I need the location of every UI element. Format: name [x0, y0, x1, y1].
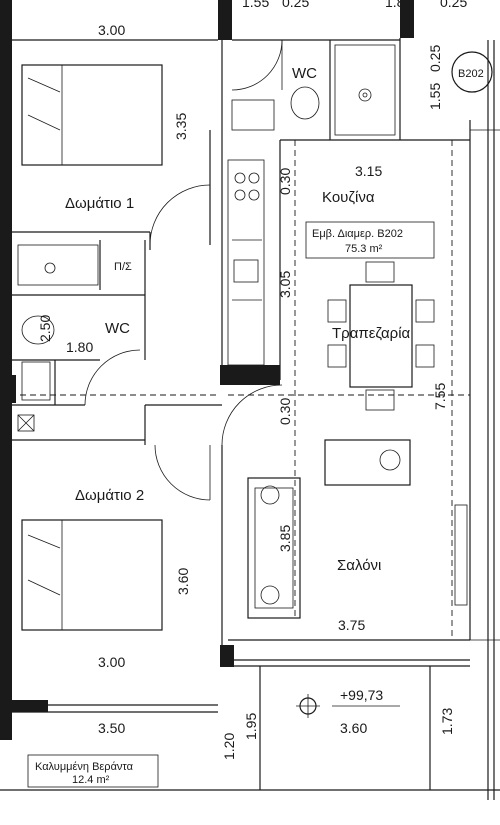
wall-segment: [220, 645, 234, 667]
dim-veranda-h-a: 1.20: [221, 733, 237, 760]
kitchen-counter: [227, 159, 265, 366]
room-label-dining: Τραπεζαρία: [332, 325, 411, 342]
dim-veranda-h-c: 1.73: [439, 708, 455, 735]
dim-wc-w: 2.50: [37, 315, 53, 342]
dim-top-b: 0.25: [282, 0, 309, 10]
dim-top-a: 1.55: [242, 0, 269, 10]
wc-top-fixtures: [231, 44, 396, 136]
west-wall: [0, 0, 12, 740]
dim-total-height: 7.55: [432, 383, 448, 410]
dim-kitchen-len: 3.05: [277, 271, 293, 298]
armchair: [324, 439, 411, 486]
dim-bed1-height: 3.35: [173, 113, 189, 140]
unit-tag-text: B202: [458, 68, 484, 80]
elevation-text: +99,73: [340, 687, 383, 703]
elevation-marker: [296, 694, 400, 718]
room-label-wc-top: WC: [292, 65, 317, 82]
sofa: [247, 477, 301, 619]
dim-kitchen-width: 3.15: [355, 163, 382, 179]
room-label-bedroom2: Δωμάτιο 2: [75, 487, 144, 504]
dim-bed2-height: 3.60: [175, 568, 191, 595]
dim-top-d: 0.25: [440, 0, 467, 10]
wc-mid-fixtures: [17, 244, 99, 432]
dim-right-top-b: 1.55: [427, 83, 443, 110]
room-label-bedroom1: Δωμάτιο 1: [65, 195, 134, 212]
dim-bed2-width: 3.00: [98, 654, 125, 670]
bed-1: [21, 64, 163, 166]
dim-veranda-right: 3.60: [340, 720, 367, 736]
dim-sofa-h: 3.85: [277, 525, 293, 552]
dim-top-c: 1.80: [385, 0, 412, 10]
veranda-label: Καλυμμένη Βεράντα: [35, 761, 134, 773]
door-swing-bedroom2: [154, 444, 211, 501]
veranda-area-box: [27, 754, 159, 788]
tv-unit: [454, 504, 468, 606]
dining-table: [327, 261, 435, 411]
dim-bed1-width: 3.00: [98, 22, 125, 38]
door-swing-living: [221, 384, 283, 446]
dim-kitchen-gap: 0.30: [277, 168, 293, 195]
wall-segment: [218, 0, 232, 40]
bed-2: [21, 519, 163, 631]
door-swing-bedroom1: [149, 184, 211, 246]
room-label-storage: Π/Σ: [114, 261, 132, 273]
kitchen-wall: [220, 365, 280, 385]
apartment-area-label: Εμβ. Διαμερ. Β202: [312, 228, 403, 240]
dim-veranda-h-b: 1.95: [243, 713, 259, 740]
south-wall-left: [0, 700, 48, 712]
wall-segment: [400, 0, 414, 38]
dim-corridor: 0.30: [277, 398, 293, 425]
apartment-area-value: 75.3 m²: [345, 243, 383, 255]
dim-veranda-left: 3.50: [98, 720, 125, 736]
room-label-kitchen: Κουζίνα: [322, 189, 375, 206]
apartment-area-box: [305, 221, 435, 259]
veranda-value: 12.4 m²: [72, 774, 110, 786]
dim-right-top-a: 0.25: [427, 45, 443, 72]
door-swing-wc-top: [231, 39, 283, 91]
door-swing-wc-mid: [84, 349, 141, 406]
wall-segment: [0, 375, 16, 403]
dim-wc-h: 1.80: [66, 339, 93, 355]
room-label-wc-mid: WC: [105, 320, 130, 337]
unit-tag: [451, 51, 493, 93]
dim-living-width: 3.75: [338, 617, 365, 633]
room-label-living: Σαλόνι: [337, 557, 381, 574]
